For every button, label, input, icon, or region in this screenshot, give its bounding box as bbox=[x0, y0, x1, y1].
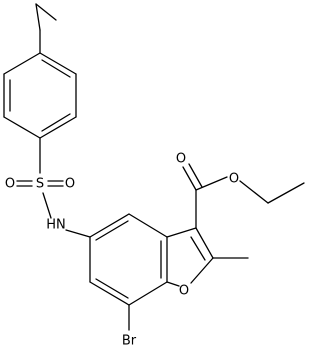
bond-bz-5 bbox=[89, 281, 130, 306]
atom-o-ester: O bbox=[229, 172, 239, 187]
bond-bz-5-inner bbox=[95, 278, 129, 299]
bond-carbonyl-oester bbox=[195, 176, 228, 191]
bond-o-c7a bbox=[166, 281, 180, 287]
atom-br-bromine: Br bbox=[122, 334, 137, 349]
bond-ph-3-inner bbox=[41, 113, 71, 132]
atom-o-furan: O bbox=[179, 284, 189, 299]
bond-bz-2 bbox=[128, 213, 168, 238]
atom-o-sulfonyl-left: O bbox=[5, 177, 15, 192]
atom-o-sulfonyl-right: O bbox=[65, 177, 75, 192]
bond-oester-ch2 bbox=[239, 180, 269, 204]
bond-carbonyl-o-b bbox=[188, 163, 203, 188]
bond-bz-1 bbox=[89, 213, 130, 238]
bond-ethyl-ch3-ch2 bbox=[35, 3, 57, 21]
bond-c3-c2 bbox=[195, 227, 214, 259]
bond-ethyl-ch2-ring bbox=[35, 3, 41, 31]
bond-bz-1-inner bbox=[95, 220, 129, 241]
bond-s-n bbox=[42, 192, 52, 219]
bond-ph-1 bbox=[39, 52, 77, 75]
atom-nh-amine: HN bbox=[46, 218, 66, 233]
bond-bz-4 bbox=[128, 281, 168, 306]
atom-s-sulfur: S bbox=[36, 177, 44, 192]
bond-ph-6 bbox=[3, 52, 41, 75]
bond-c3-c2-inner bbox=[190, 236, 206, 261]
atom-o-carbonyl: O bbox=[176, 152, 186, 167]
bond-ch2-ch3 bbox=[267, 182, 305, 204]
bond-ph-4 bbox=[3, 116, 41, 139]
bond-ph-1-inner bbox=[41, 59, 71, 78]
structure-canvas: O S O HN O O O Br bbox=[3, 3, 305, 349]
molecule-structure: O S O HN O O O Br bbox=[3, 3, 305, 349]
bond-c3a-c3 bbox=[166, 227, 197, 238]
bond-c2-o bbox=[190, 257, 214, 284]
bond-n-benzo bbox=[65, 229, 91, 238]
bond-ph-3 bbox=[39, 116, 77, 139]
bond-carbonyl-o-a bbox=[182, 166, 197, 191]
